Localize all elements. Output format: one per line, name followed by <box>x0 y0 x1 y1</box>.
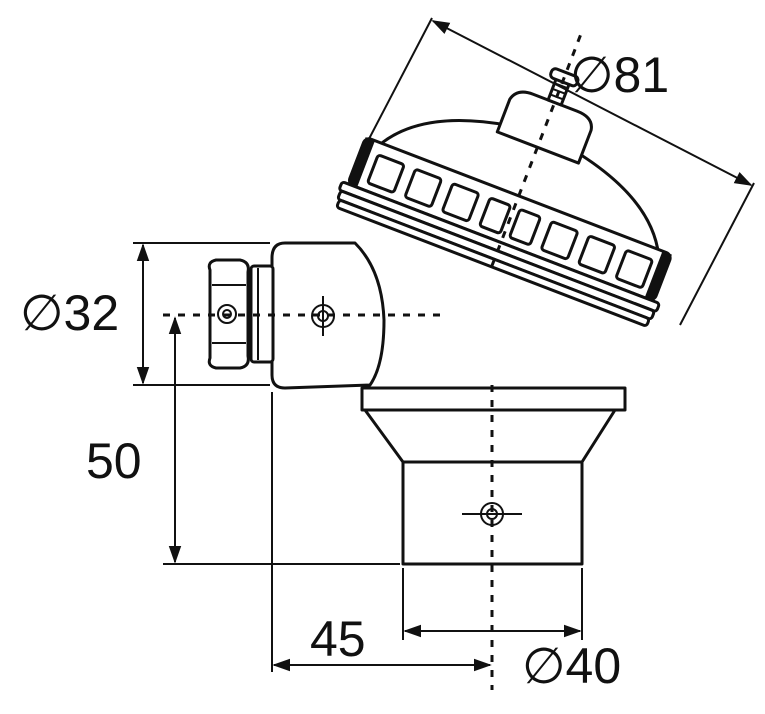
center-lines <box>163 313 494 690</box>
neck-body <box>360 386 627 566</box>
grip-slots <box>366 154 654 289</box>
cover-diameter-label: ∅81 <box>570 47 669 103</box>
neck-diameter-label: ∅40 <box>522 638 621 694</box>
side-entry <box>207 241 386 390</box>
cover-head <box>335 34 672 327</box>
dimension-entry-diameter: ∅32 <box>20 242 270 386</box>
dimension-offset-width: 45 <box>271 392 492 672</box>
entry-height-label: 50 <box>86 433 142 489</box>
dimension-entry-height: 50 <box>86 316 400 565</box>
entry-diameter-label: ∅32 <box>20 285 119 341</box>
offset-width-label: 45 <box>310 611 366 667</box>
dimension-cover-diameter: ∅81 <box>357 17 755 326</box>
dimension-neck-diameter: ∅40 <box>402 568 621 694</box>
